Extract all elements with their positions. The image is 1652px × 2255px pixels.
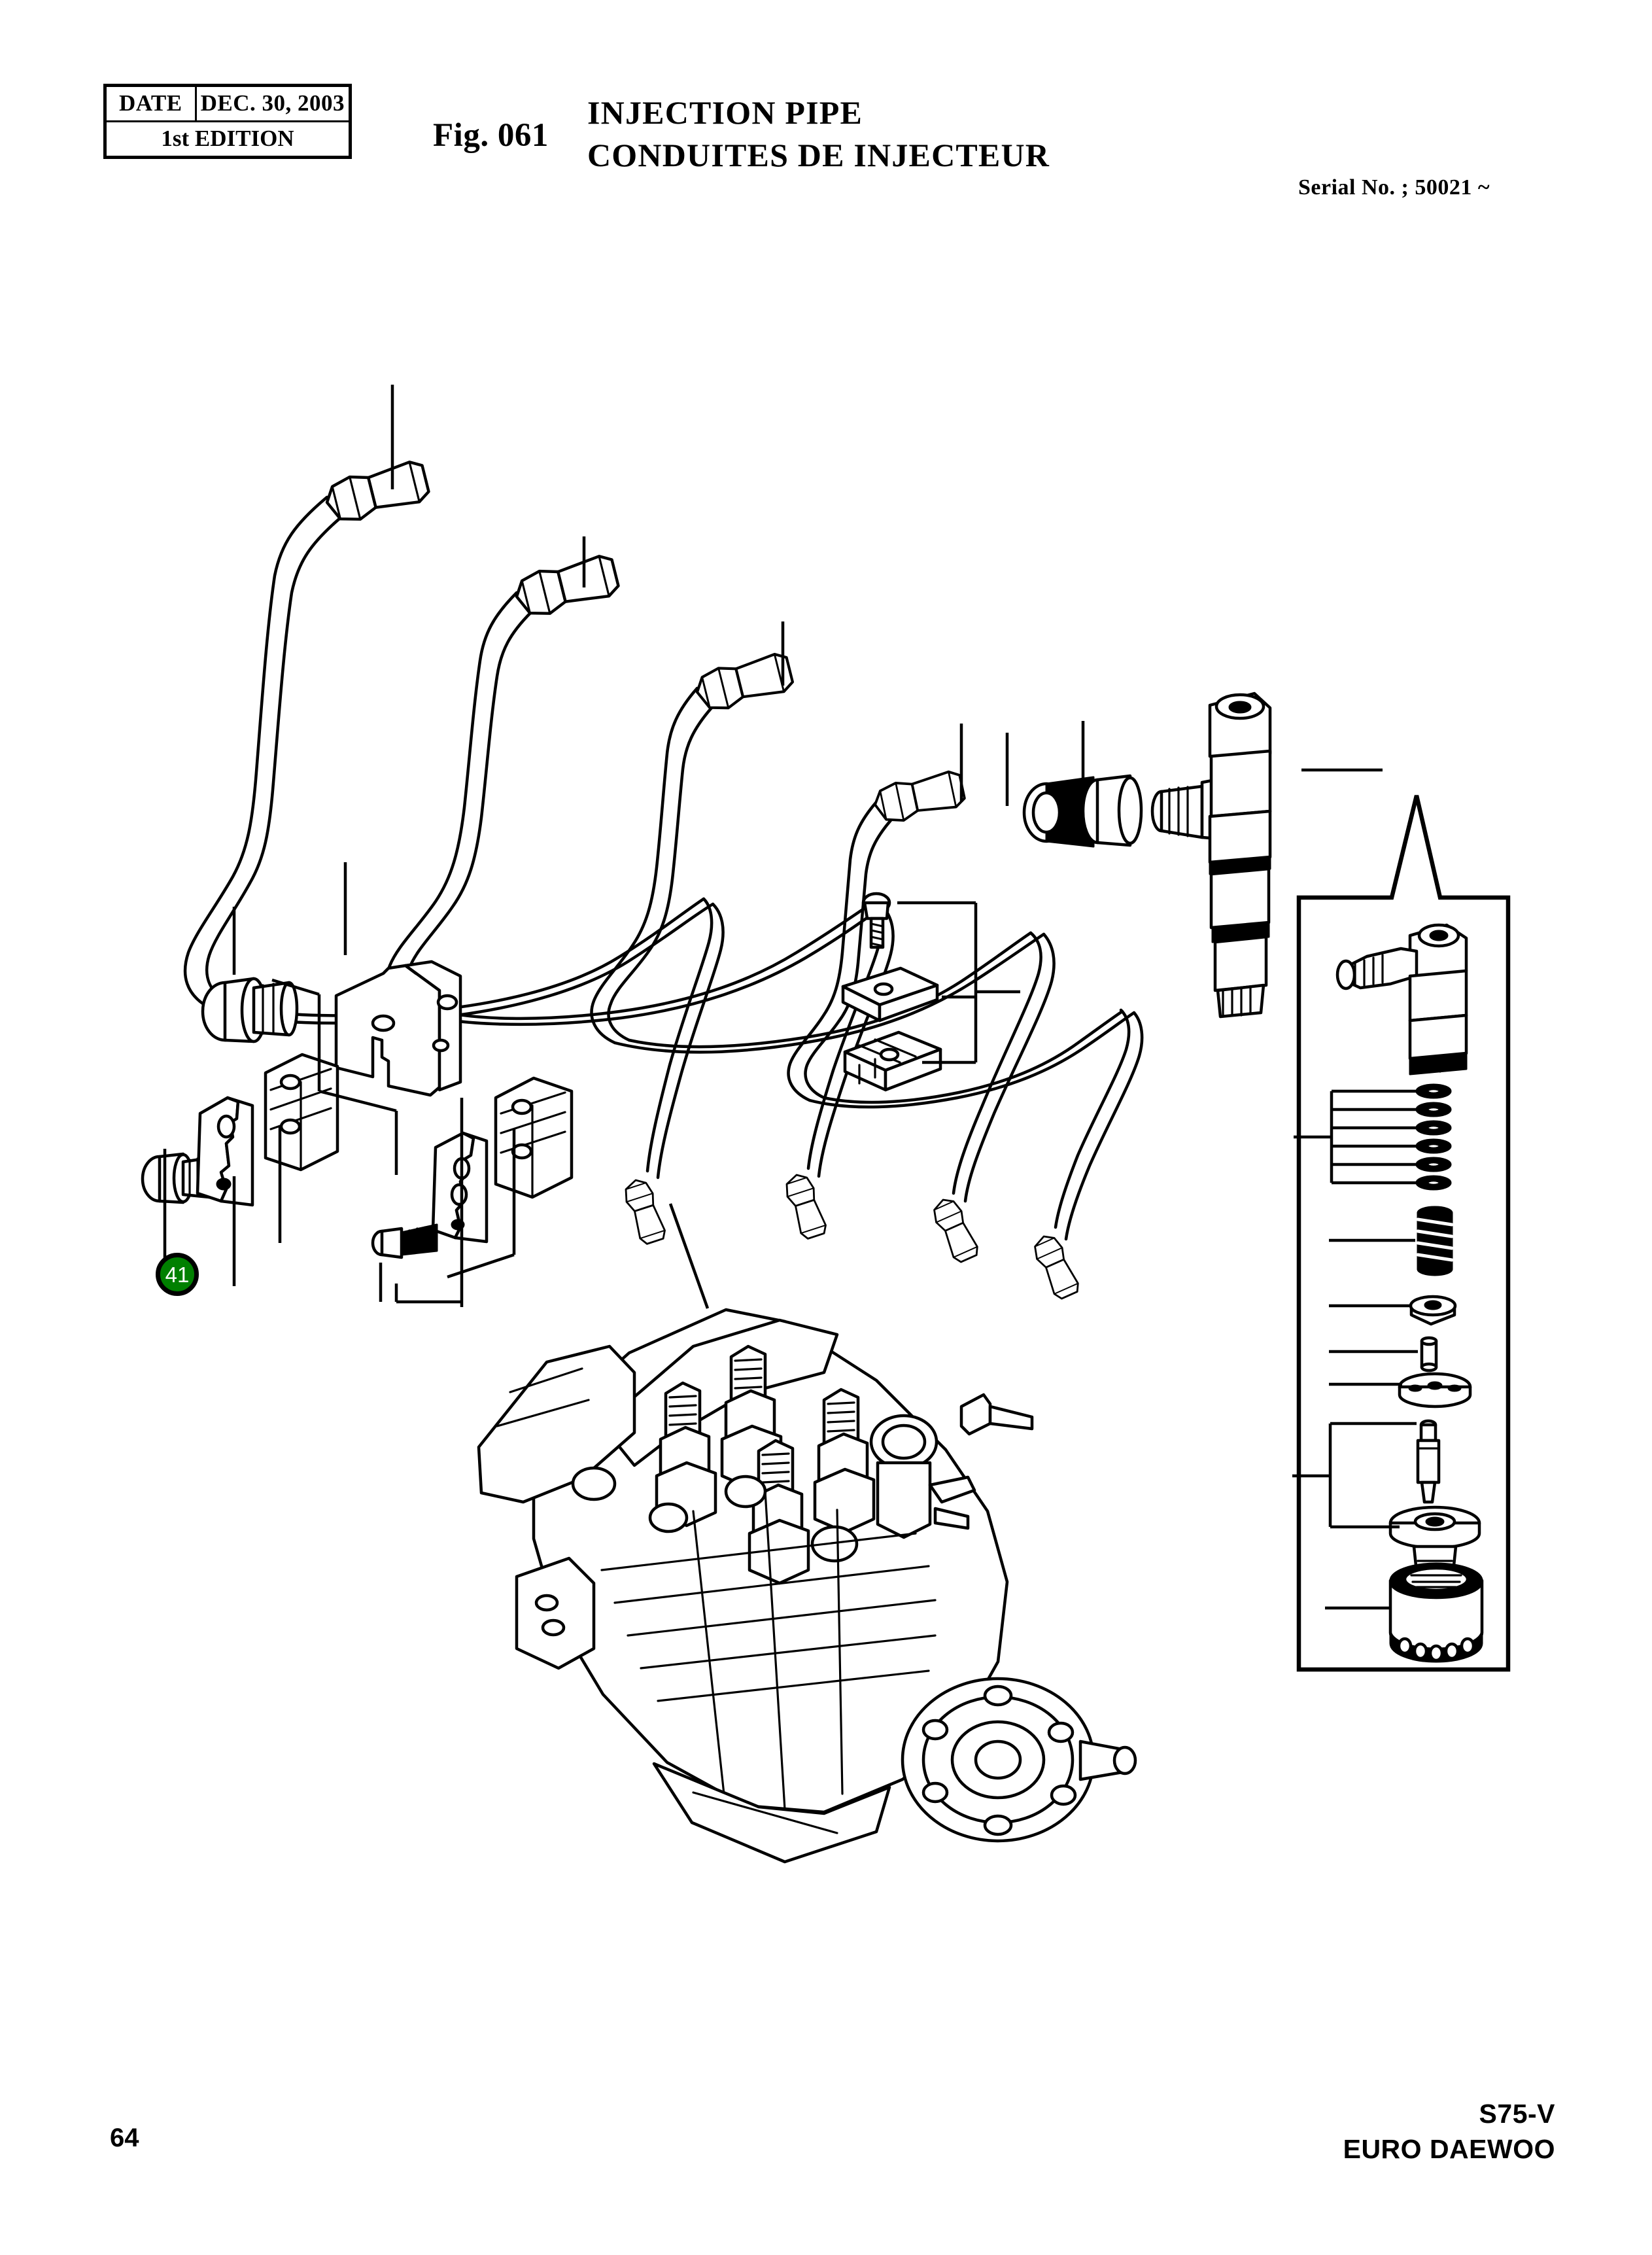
pipe-union-nut-group	[322, 385, 968, 827]
pipe-clamp-bracket-group	[141, 862, 574, 1307]
injection-pump-body	[477, 1203, 1137, 1864]
leader-line-injection-pump	[668, 1203, 710, 1309]
injector-detail-inset	[1292, 795, 1511, 1672]
injector-nozzle-holder-assembly	[1005, 691, 1383, 1019]
model-code: S75-V	[1479, 2099, 1555, 2129]
company-name: EURO DAEWOO	[1343, 2134, 1555, 2164]
page-number: 64	[110, 2124, 139, 2152]
date-value: DEC. 30, 2003	[194, 84, 352, 122]
figure-label: Fig. 061	[433, 117, 549, 154]
page-header: DATE DEC. 30, 2003 1st EDITION Fig. 061 …	[0, 0, 1652, 216]
revision-table-row-edition: 1st EDITION	[104, 120, 351, 158]
pipe-clamp-subassembly	[841, 892, 1020, 1092]
edition-value: 1st EDITION	[104, 120, 351, 158]
page-title-english: INJECTION PIPE	[587, 94, 863, 131]
callout-badge-41[interactable]: 41	[156, 1253, 199, 1296]
serial-number-note: Serial No. ; 50021 ~	[1298, 175, 1490, 200]
revision-table: DATE DEC. 30, 2003 1st EDITION	[103, 84, 352, 159]
page-title-french: CONDUITES DE INJECTEUR	[587, 137, 1050, 173]
injection-pipe-bundle	[183, 495, 1144, 1302]
date-label: DATE	[104, 84, 197, 122]
revision-table-row-date: DATE DEC. 30, 2003	[104, 84, 352, 122]
